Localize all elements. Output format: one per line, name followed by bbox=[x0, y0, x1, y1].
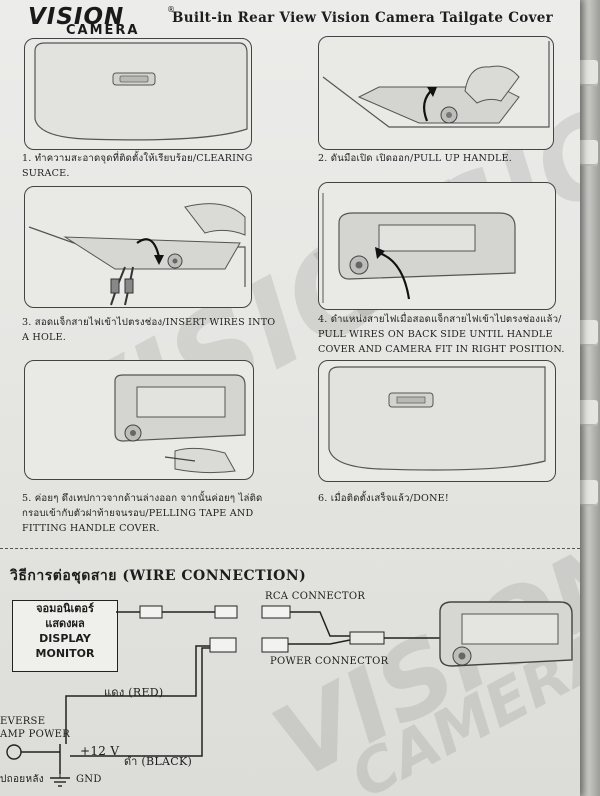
step-4-illustration bbox=[318, 182, 556, 310]
red-wire-label: แดง (RED) bbox=[104, 686, 164, 699]
registered-mark: ® bbox=[167, 5, 175, 14]
pull-handle-drawing bbox=[322, 41, 550, 128]
rear-lamp-thai-label: ปถอยหลัง bbox=[0, 774, 44, 785]
done-drawing bbox=[328, 366, 546, 471]
step-1-illustration bbox=[24, 38, 252, 150]
power-connector-label: POWER CONNECTOR bbox=[270, 656, 389, 667]
pelling-tape-drawing bbox=[114, 374, 246, 474]
step-6-caption: 6. เมื่อติดตั้งเสร็จแล้ว/DONE! bbox=[318, 493, 449, 504]
junction-block bbox=[349, 631, 385, 645]
reverse-lamp-label-2: AMP POWER bbox=[0, 729, 71, 740]
wire-connection-title: วิธีการต่อชุดสาย (WIRE CONNECTION) bbox=[10, 568, 307, 584]
rca-socket bbox=[261, 605, 291, 619]
tailgate-clean-drawing bbox=[34, 42, 248, 141]
section-divider bbox=[0, 548, 580, 549]
power-plug-left bbox=[209, 637, 237, 653]
instruction-sheet: VISION VISION VISION CAMERA VISION CAMER… bbox=[0, 0, 580, 796]
rca-connector-label: RCA CONNECTOR bbox=[265, 591, 366, 602]
step-5-caption: 5. ค่อยๆ ดึงเทปกาวจากด้านล่างออก จากนั้น… bbox=[22, 493, 263, 534]
step-4-caption: 4. ดำแหน่งสายไฟเมื่อสอดแจ็กสายไฟเข้าไปตร… bbox=[318, 314, 565, 355]
step-5-illustration bbox=[24, 360, 254, 480]
logo-text-bottom: CAMERA bbox=[66, 23, 140, 38]
reverse-lamp-icon bbox=[6, 744, 22, 760]
document-header: VISION CAMERA ® Built-in Rear View Visio… bbox=[12, 4, 572, 40]
logo-text-top: VISION bbox=[28, 4, 125, 30]
black-wire-label: ดำ (BLACK) bbox=[124, 755, 193, 768]
power-plug-right bbox=[261, 637, 289, 653]
pull-wires-drawing bbox=[322, 193, 516, 303]
step-2-illustration bbox=[318, 36, 554, 150]
brand-logo: VISION CAMERA ® bbox=[28, 4, 175, 40]
step-3-caption: 3. สอดแจ็กสายไฟเข้าไปตรงช่อง/INSERT WIRE… bbox=[22, 317, 276, 343]
gnd-label: GND bbox=[76, 774, 102, 785]
reverse-lamp-label-1: EVERSE bbox=[0, 716, 46, 727]
rca-plug-left bbox=[139, 605, 163, 619]
insert-wires-drawing bbox=[28, 203, 246, 306]
step-2-caption: 2. ดันมือเปิด เปิดออก/PULL UP HANDLE. bbox=[318, 153, 513, 164]
wiring-diagram bbox=[6, 601, 573, 787]
plus-12v-label: +12 V bbox=[80, 744, 120, 758]
display-monitor-box: จอมอนิเตอร์ แสดงผล DISPLAY MONITOR bbox=[12, 600, 118, 672]
document-title: Built-in Rear View Vision Camera Tailgat… bbox=[172, 10, 554, 26]
rca-plug-right bbox=[214, 605, 238, 619]
step-6-illustration bbox=[318, 360, 556, 482]
step-3-illustration bbox=[24, 186, 252, 308]
step-1-caption: 1. ทำความสะอาดจุดที่ติดตั้งให้เรียบร้อย/… bbox=[22, 153, 253, 179]
